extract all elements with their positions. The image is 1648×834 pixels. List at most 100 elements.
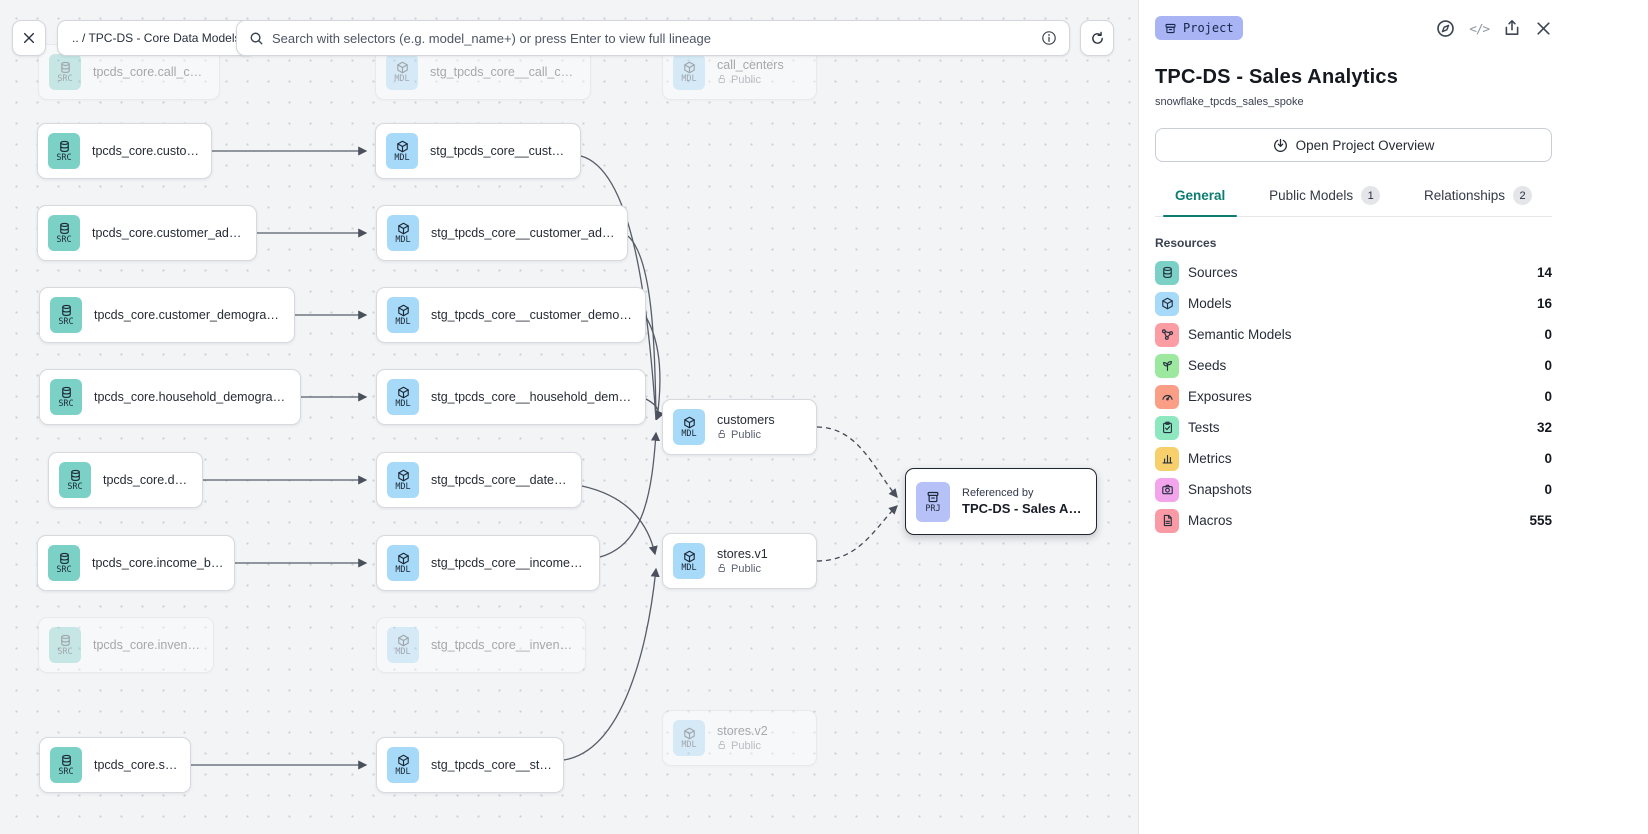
resource-count: 16 [1536,296,1552,311]
node-label: stg_tpcds_core__date_dim [431,473,571,487]
resource-label: Semantic Models [1188,327,1292,342]
open-project-overview-button[interactable]: Open Project Overview [1155,128,1552,162]
refresh-button[interactable] [1080,20,1114,56]
model-node-icon: MDL [673,54,705,90]
node-label: stg_tpcds_core__store [431,758,553,772]
model-node-icon: MDL [386,54,418,90]
close-panel-button[interactable] [1535,20,1552,37]
node-text: stg_tpcds_core__household_demogr... [431,390,635,404]
share-icon [1505,20,1519,35]
model-node-icon: MDL [387,545,419,581]
resource-label: Snapshots [1188,482,1252,497]
node-kind-tag: MDL [394,152,410,163]
lineage-node-src-customer-address[interactable]: SRC tpcds_core.customer_address [37,205,257,261]
explore-button[interactable] [1436,19,1455,38]
tab-count-badge: 1 [1361,186,1381,205]
semantic-icon [1155,322,1179,347]
node-label: customers [717,412,775,427]
resource-label: Seeds [1188,358,1227,373]
source-node-icon: SRC [48,545,80,581]
tab-public-models[interactable]: Public Models 1 [1269,186,1381,216]
node-label: stores.v2 [717,723,768,738]
source-node-icon: SRC [48,133,80,169]
node-access: Public [717,429,775,442]
source-node-icon: SRC [49,54,81,90]
node-text: stg_tpcds_core__customer_demogra... [431,308,635,322]
lineage-search [236,20,1070,56]
file-icon [1155,508,1179,533]
search-input[interactable] [272,30,1033,46]
model-node-icon: MDL [386,133,418,169]
node-label: tpcds_core.customer_address [92,226,246,240]
project-icon [1165,23,1176,33]
close-lineage-button[interactable] [12,20,46,56]
lineage-node-src-income-band[interactable]: SRC tpcds_core.income_band [37,535,235,591]
tab-relationships[interactable]: Relationships 2 [1424,186,1532,216]
node-label: stg_tpcds_core__customer [430,144,570,158]
node-text: tpcds_core.customer_address [92,226,246,240]
node-label: tpcds_core.customer_demographics [94,308,284,322]
tab-label: Public Models [1269,188,1354,203]
resource-label: Macros [1188,513,1233,528]
node-kind-tag: SRC [58,316,74,327]
share-button[interactable] [1503,19,1521,37]
node-kind-tag: MDL [395,234,411,245]
resource-count: 32 [1536,420,1552,435]
node-text: tpcds_core.inventory [93,638,203,652]
node-label: tpcds_core.income_band [92,556,224,570]
overview-icon [1273,138,1287,152]
node-text: tpcds_core.customer_demographics [94,308,284,322]
unlock-icon [717,74,727,87]
source-node-icon: SRC [48,215,80,251]
refresh-icon [1091,31,1103,44]
info-icon[interactable] [1041,30,1057,46]
lineage-node-mdl-customer[interactable]: MDL stg_tpcds_core__customer [375,123,581,179]
tab-label: Relationships [1423,188,1505,203]
node-kind-tag: MDL [681,562,697,573]
project-badge: Project [1155,16,1243,40]
view-code-button[interactable]: </> [1469,21,1490,36]
unlock-icon [717,563,727,576]
node-kind-tag: SRC [56,234,72,245]
database-icon [1155,260,1179,285]
tab-count-badge: 2 [1513,186,1532,205]
resources-header: Resources [1155,236,1217,250]
node-access: Public [717,740,768,753]
camera-icon [1155,477,1179,502]
node-label: tpcds_core.call_center [93,65,209,79]
node-access: Public [717,563,768,576]
lineage-node-src-customer-demographics[interactable]: SRC tpcds_core.customer_demographics [39,287,295,343]
breadcrumb[interactable]: .. / TPC-DS - Core Data Models [57,20,256,56]
tab-general[interactable]: General [1162,186,1238,217]
node-label: call_centers [717,57,784,72]
